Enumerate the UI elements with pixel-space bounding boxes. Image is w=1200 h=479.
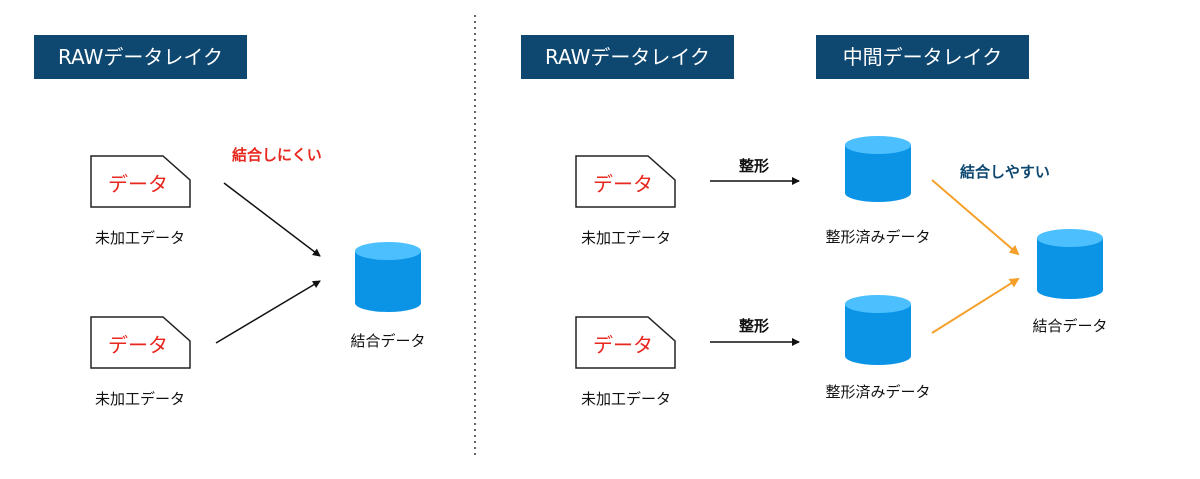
raw-data-document-icon: データ (575, 155, 676, 208)
easy-join-arrow-upper (931, 179, 1020, 256)
shaped-data-database-icon (845, 136, 911, 202)
document-label: データ (593, 333, 653, 357)
shape-label: 整形 (739, 317, 770, 335)
shaped-data-database-icon (845, 295, 911, 365)
joined-data-database-icon (1037, 229, 1103, 299)
raw-data-caption: 未加工データ (94, 229, 185, 247)
left-raw-datalake-header: RAWデータレイク (34, 35, 247, 79)
join-arrow-lower (215, 280, 321, 344)
raw-data-caption: 未加工データ (94, 390, 185, 408)
join-arrow-upper (223, 182, 321, 257)
raw-data-caption: 未加工データ (580, 390, 671, 408)
joined-data-database-icon (355, 242, 421, 312)
raw-data-caption: 未加工データ (580, 229, 671, 247)
raw-data-document-icon: データ (575, 316, 676, 369)
right-raw-datalake-header: RAWデータレイク (521, 35, 734, 79)
document-label: データ (108, 333, 168, 357)
document-label: データ (593, 172, 653, 196)
raw-data-document-icon: データ (90, 316, 191, 369)
shaped-data-caption: 整形済みデータ (825, 228, 931, 246)
joined-data-caption: 結合データ (1032, 317, 1108, 335)
document-label: データ (108, 172, 168, 196)
shape-label: 整形 (739, 157, 770, 175)
easy-to-join-label: 結合しやすい (960, 163, 1050, 181)
hard-to-join-label: 結合しにくい (232, 146, 322, 164)
shaped-data-caption: 整形済みデータ (825, 383, 931, 401)
joined-data-caption: 結合データ (350, 332, 426, 350)
raw-data-document-icon: データ (90, 155, 191, 208)
intermediate-datalake-header: 中間データレイク (816, 35, 1029, 79)
easy-join-arrow-lower (931, 277, 1020, 334)
